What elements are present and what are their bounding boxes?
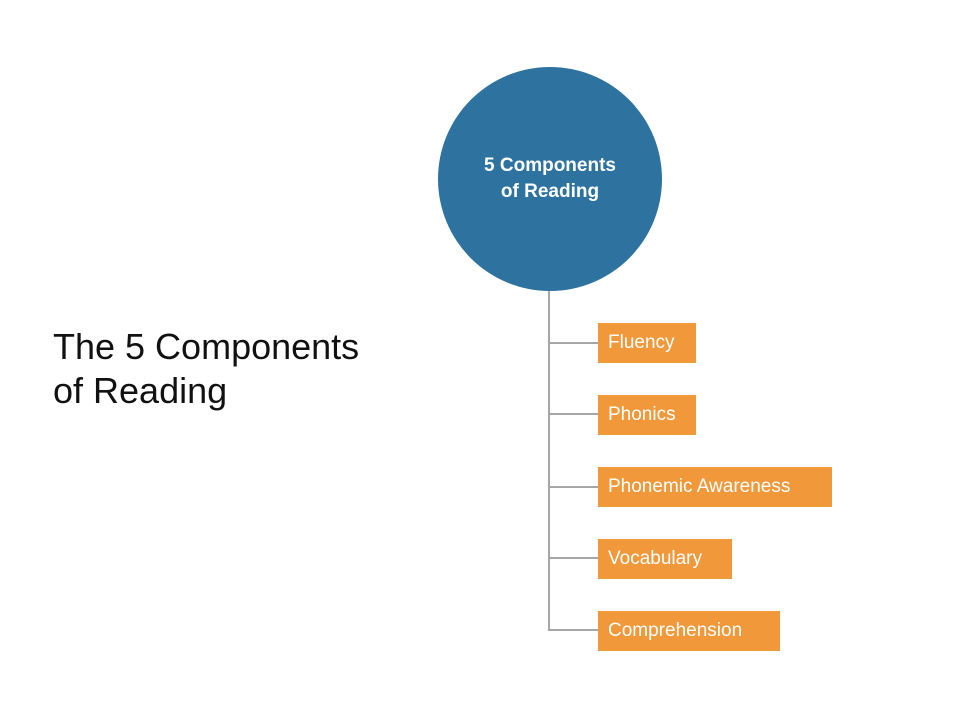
connector-branch-phonemic-awareness xyxy=(549,486,599,488)
hub-circle: 5 Components of Reading xyxy=(438,67,662,291)
connector-branch-phonics xyxy=(549,413,599,415)
slide-title: The 5 Components of Reading xyxy=(53,325,453,413)
component-node-comprehension: Comprehension xyxy=(598,611,780,651)
connector-trunk xyxy=(548,291,550,631)
component-node-fluency: Fluency xyxy=(598,323,696,363)
connector-branch-vocabulary xyxy=(549,557,599,559)
connector-branch-comprehension xyxy=(549,629,599,631)
component-node-phonics: Phonics xyxy=(598,395,696,435)
slide-title-line-1: The 5 Components xyxy=(53,326,360,367)
slide-title-line-2: of Reading xyxy=(53,370,228,411)
hub-label-line-2: of Reading xyxy=(500,181,600,202)
component-node-vocabulary: Vocabulary xyxy=(598,539,732,579)
hub-label-line-1: 5 Components xyxy=(484,155,616,176)
connector-branch-fluency xyxy=(549,342,599,344)
component-node-phonemic-awareness: Phonemic Awareness xyxy=(598,467,832,507)
